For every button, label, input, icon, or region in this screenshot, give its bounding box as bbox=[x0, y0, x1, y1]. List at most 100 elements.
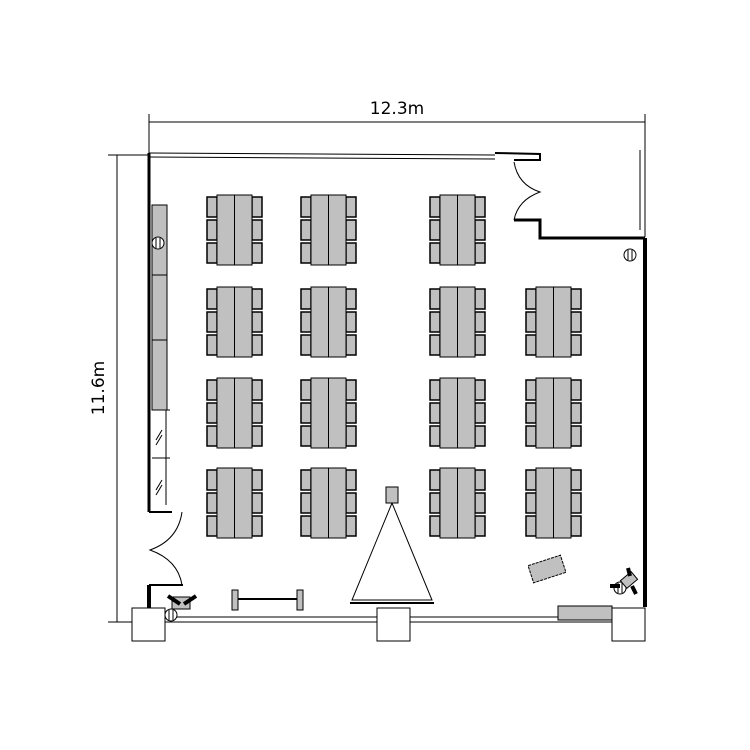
chair bbox=[474, 334, 486, 356]
chair bbox=[474, 288, 486, 310]
table-group bbox=[206, 377, 263, 449]
chair bbox=[300, 402, 312, 424]
chair bbox=[345, 242, 357, 264]
chair bbox=[206, 334, 218, 356]
chair bbox=[251, 469, 263, 491]
chair bbox=[474, 402, 486, 424]
chair bbox=[300, 288, 312, 310]
table bbox=[234, 194, 253, 266]
table bbox=[553, 377, 572, 449]
chair bbox=[525, 402, 537, 424]
table bbox=[216, 377, 235, 449]
chair bbox=[300, 196, 312, 218]
chair bbox=[251, 379, 263, 401]
chair bbox=[429, 379, 441, 401]
chair bbox=[251, 515, 263, 537]
chair bbox=[345, 219, 357, 241]
chair bbox=[345, 288, 357, 310]
chair bbox=[206, 469, 218, 491]
chair bbox=[525, 288, 537, 310]
chair bbox=[429, 469, 441, 491]
chair bbox=[429, 311, 441, 333]
chair bbox=[525, 515, 537, 537]
chair bbox=[251, 196, 263, 218]
table bbox=[457, 194, 476, 266]
table bbox=[457, 286, 476, 358]
structural-columns bbox=[131, 607, 646, 642]
chair bbox=[251, 425, 263, 447]
chair bbox=[429, 334, 441, 356]
chair bbox=[206, 402, 218, 424]
table-group bbox=[300, 286, 357, 358]
table bbox=[216, 194, 235, 266]
table bbox=[457, 377, 476, 449]
table-group bbox=[206, 467, 263, 539]
table-group bbox=[525, 286, 582, 358]
chair bbox=[300, 515, 312, 537]
chair bbox=[300, 425, 312, 447]
chair bbox=[345, 334, 357, 356]
table bbox=[439, 467, 458, 539]
chair bbox=[345, 379, 357, 401]
table bbox=[310, 194, 329, 266]
chair bbox=[206, 242, 218, 264]
width-label: 12.3m bbox=[370, 99, 424, 119]
chair bbox=[429, 219, 441, 241]
chair bbox=[570, 334, 582, 356]
counter bbox=[557, 605, 613, 621]
chair bbox=[474, 311, 486, 333]
chair bbox=[206, 288, 218, 310]
chair bbox=[525, 492, 537, 514]
chair bbox=[525, 311, 537, 333]
chair bbox=[300, 469, 312, 491]
chair bbox=[570, 469, 582, 491]
chair bbox=[429, 242, 441, 264]
table-group bbox=[206, 286, 263, 358]
chair bbox=[474, 469, 486, 491]
height-dimension bbox=[108, 154, 149, 623]
chair bbox=[474, 379, 486, 401]
chair bbox=[429, 288, 441, 310]
table bbox=[234, 286, 253, 358]
chair bbox=[300, 311, 312, 333]
chair bbox=[474, 219, 486, 241]
chair bbox=[474, 425, 486, 447]
chair bbox=[345, 492, 357, 514]
chair bbox=[525, 425, 537, 447]
camera-icon bbox=[166, 567, 639, 610]
wall-cabinet bbox=[151, 204, 170, 505]
table-group bbox=[429, 194, 486, 266]
chair bbox=[570, 492, 582, 514]
chair bbox=[429, 492, 441, 514]
chair bbox=[429, 402, 441, 424]
table bbox=[439, 377, 458, 449]
chair bbox=[474, 242, 486, 264]
chair bbox=[429, 515, 441, 537]
chair bbox=[206, 196, 218, 218]
chair bbox=[345, 402, 357, 424]
chair bbox=[429, 196, 441, 218]
chair bbox=[525, 334, 537, 356]
table bbox=[234, 377, 253, 449]
table bbox=[234, 467, 253, 539]
chair bbox=[570, 425, 582, 447]
table bbox=[535, 377, 554, 449]
chair bbox=[429, 425, 441, 447]
table bbox=[328, 377, 347, 449]
chair bbox=[206, 379, 218, 401]
speaker-icon bbox=[151, 236, 637, 622]
table-group bbox=[429, 467, 486, 539]
table-group bbox=[206, 194, 263, 266]
chair bbox=[300, 219, 312, 241]
chair bbox=[251, 334, 263, 356]
table-group bbox=[429, 377, 486, 449]
chair bbox=[300, 334, 312, 356]
chair bbox=[525, 469, 537, 491]
chair bbox=[570, 402, 582, 424]
table bbox=[216, 467, 235, 539]
chair bbox=[474, 515, 486, 537]
table bbox=[439, 194, 458, 266]
table bbox=[310, 467, 329, 539]
chair bbox=[345, 515, 357, 537]
partition-stand bbox=[231, 589, 304, 611]
